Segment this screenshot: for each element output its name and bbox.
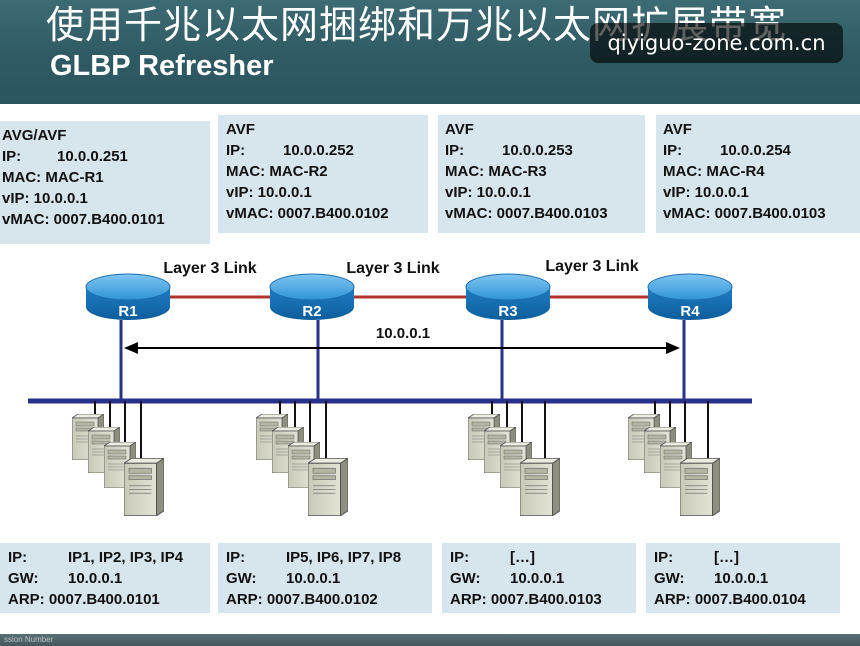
link-label-r3-r4: Layer 3 Link <box>545 258 638 275</box>
server-icon <box>468 414 500 460</box>
ip-label: IP: <box>8 549 28 566</box>
server-icon <box>644 427 676 473</box>
router-mac: MAC: MAC-R4 <box>663 163 765 180</box>
server-icon <box>500 442 532 488</box>
server-group-2 <box>256 414 348 516</box>
router-vmac: vMAC: 0007.B400.0101 <box>2 211 165 228</box>
server-group-1 <box>72 414 164 516</box>
router-vip: vIP: 10.0.0.1 <box>2 190 88 207</box>
host-arp: ARP: 0007.B400.0103 <box>450 591 602 608</box>
ip-label: IP: <box>445 142 465 159</box>
router-r2-label: R2 <box>302 303 321 320</box>
router-r1-group <box>85 273 171 320</box>
host-gateway: 10.0.0.1 <box>68 570 123 587</box>
router-vmac: vMAC: 0007.B400.0103 <box>663 205 826 222</box>
host-arp: ARP: 0007.B400.0104 <box>654 591 806 608</box>
ip-label: IP: <box>2 148 22 165</box>
gw-label: GW: <box>8 570 39 587</box>
router-role: AVF <box>663 121 692 138</box>
server-icon <box>124 458 164 516</box>
router-icon <box>465 273 551 320</box>
host-info-group-3: IP: […] GW: 10.0.0.1 ARP: 0007.B400.0103 <box>442 543 636 613</box>
router-r1-label: R1 <box>118 303 137 320</box>
router-vip: vIP: 10.0.0.1 <box>663 184 749 201</box>
host-ips: […] <box>510 549 535 566</box>
router-vmac: vMAC: 0007.B400.0103 <box>445 205 608 222</box>
host-info-group-4: IP: […] GW: 10.0.0.1 ARP: 0007.B400.0104 <box>646 543 840 613</box>
host-arp: ARP: 0007.B400.0101 <box>8 591 160 608</box>
virtual-ip-label: 10.0.0.1 <box>376 325 430 342</box>
host-info-group-1: IP: IP1, IP2, IP3, IP4 GW: 10.0.0.1 ARP: 0… <box>0 543 210 613</box>
server-group-4 <box>628 414 720 516</box>
host-gateway: 10.0.0.1 <box>510 570 565 587</box>
ip-label: IP: <box>450 549 470 566</box>
router-info-r1: AVG/AVF IP: 10.0.0.251 MAC: MAC-R1 vIP: 1… <box>0 121 210 244</box>
router-ip: 10.0.0.252 <box>283 142 354 159</box>
host-ips: IP5, IP6, IP7, IP8 <box>286 549 402 566</box>
host-info-group-2: IP: IP5, IP6, IP7, IP8 GW: 10.0.0.1 ARP: 0… <box>218 543 432 613</box>
router-vip: vIP: 10.0.0.1 <box>226 184 312 201</box>
router-r3-label: R3 <box>498 303 517 320</box>
server-icon <box>484 427 516 473</box>
server-group-3 <box>468 414 560 516</box>
server-icon <box>272 427 304 473</box>
gw-label: GW: <box>654 570 685 587</box>
router-role: AVF <box>445 121 474 138</box>
watermark: qiyiguo-zone.com.cn <box>590 23 843 63</box>
server-icon <box>628 414 660 460</box>
router-icon <box>269 273 355 320</box>
server-icon <box>660 442 692 488</box>
router-role: AVG/AVF <box>2 127 67 144</box>
server-icon <box>72 414 104 460</box>
router-r2-group <box>269 273 355 320</box>
router-vip: vIP: 10.0.0.1 <box>445 184 531 201</box>
ip-label: IP: <box>226 142 246 159</box>
virtual-ip-arrow <box>124 342 680 354</box>
server-icon <box>520 458 560 516</box>
host-ips: IP1, IP2, IP3, IP4 <box>68 549 184 566</box>
ip-label: IP: <box>226 549 246 566</box>
router-mac: MAC: MAC-R3 <box>445 163 547 180</box>
host-gateway: 10.0.0.1 <box>286 570 341 587</box>
gw-label: GW: <box>450 570 481 587</box>
page-subtitle: GLBP Refresher <box>50 50 274 82</box>
header-banner: 使用千兆以太网捆绑和万兆以太网扩展带宽 GLBP Refresher qiyig… <box>0 0 860 104</box>
router-ip: 10.0.0.254 <box>720 142 791 159</box>
server-icon <box>308 458 348 516</box>
router-icon <box>647 273 733 320</box>
router-mac: MAC: MAC-R1 <box>2 169 104 186</box>
router-ip: 10.0.0.253 <box>502 142 573 159</box>
server-icon <box>288 442 320 488</box>
router-ip: 10.0.0.251 <box>57 148 128 165</box>
router-lan-links <box>119 320 686 400</box>
ip-label: IP: <box>654 549 674 566</box>
router-info-r3: AVF IP: 10.0.0.253 MAC: MAC-R3 vIP: 10.0.… <box>438 115 645 233</box>
router-vmac: vMAC: 0007.B400.0102 <box>226 205 389 222</box>
footer-bar: ssion Number <box>0 634 860 646</box>
router-role: AVF <box>226 121 255 138</box>
host-gateway: 10.0.0.1 <box>714 570 769 587</box>
link-label-r1-r2: Layer 3 Link <box>163 260 256 277</box>
router-r3-group <box>465 273 551 320</box>
link-label-r2-r3: Layer 3 Link <box>346 260 439 277</box>
router-info-r4: AVF IP: 10.0.0.254 MAC: MAC-R4 vIP: 10.0.… <box>656 115 860 233</box>
server-drop-lines <box>94 401 709 460</box>
gw-label: GW: <box>226 570 257 587</box>
host-arp: ARP: 0007.B400.0102 <box>226 591 378 608</box>
router-mac: MAC: MAC-R2 <box>226 163 328 180</box>
server-icon <box>104 442 136 488</box>
server-icon <box>88 427 120 473</box>
router-icon <box>85 273 171 320</box>
router-info-r2: AVF IP: 10.0.0.252 MAC: MAC-R2 vIP: 10.0.… <box>218 115 428 233</box>
router-r4-label: R4 <box>680 303 700 320</box>
ip-label: IP: <box>663 142 683 159</box>
server-icon <box>256 414 288 460</box>
host-ips: […] <box>714 549 739 566</box>
server-icon <box>680 458 720 516</box>
router-r4-group <box>647 273 733 320</box>
